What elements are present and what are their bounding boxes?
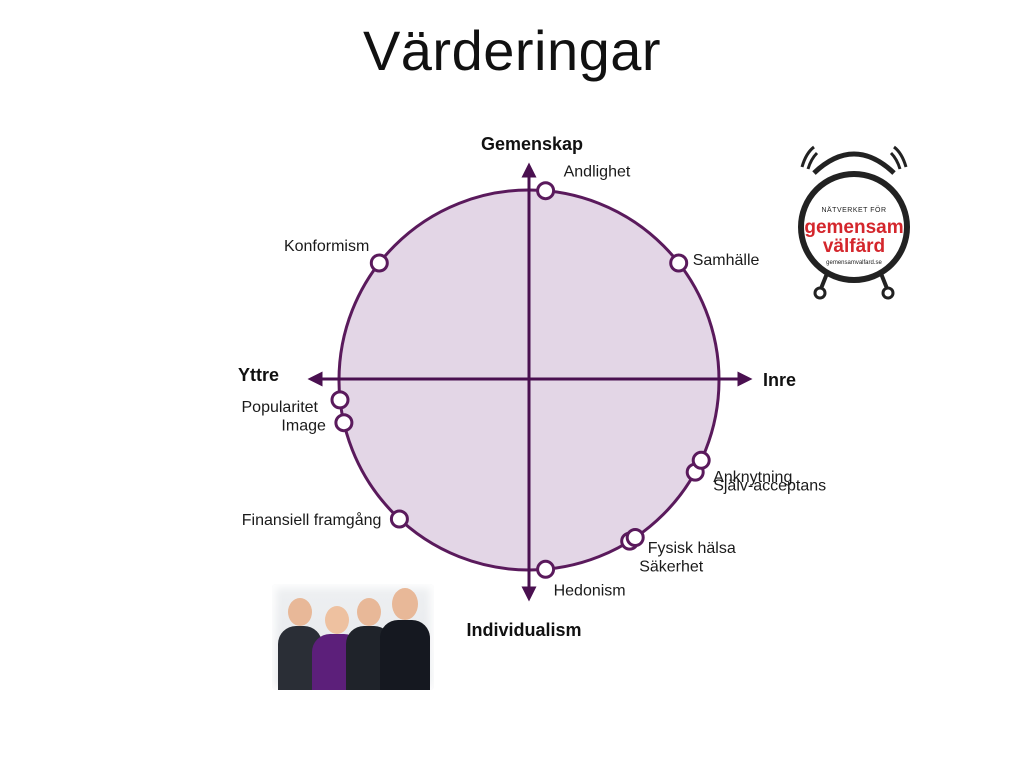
- value-label: Hedonism: [554, 582, 626, 599]
- axis-label-top: Gemenskap: [481, 134, 583, 154]
- axis-label-right: Inre: [763, 370, 796, 390]
- value-label: Själv-acceptans: [713, 477, 826, 494]
- value-label: Image: [281, 418, 326, 435]
- axis-label-left: Yttre: [238, 365, 279, 385]
- value-marker: [536, 181, 556, 201]
- axis-label-bottom: Individualism: [466, 620, 581, 640]
- group-photo: [272, 584, 434, 690]
- value-marker: [334, 413, 354, 433]
- logo-clock-face: NÄTVERKET FÖR gemensam välfärd gemensamv…: [798, 171, 910, 283]
- value-marker: [536, 559, 556, 579]
- slide-title: Värderingar: [362, 19, 662, 82]
- person-4: [380, 586, 430, 690]
- value-markers: [330, 181, 711, 579]
- value-label: Fysisk hälsa: [648, 540, 736, 557]
- logo-text-valfard: välfärd: [822, 236, 886, 257]
- value-label: Finansiell framgång: [242, 511, 382, 529]
- value-label: Andlighet: [564, 164, 631, 181]
- logo-text-url: gemensamvalfard.se: [826, 260, 882, 266]
- value-marker: [669, 253, 689, 273]
- alarm-clock-icon: [800, 145, 908, 300]
- gemensam-valfard-logo: NÄTVERKET FÖR gemensam välfärd gemensamv…: [792, 143, 922, 303]
- value-label: Samhälle: [693, 252, 760, 269]
- value-marker: [369, 253, 389, 273]
- value-marker: [691, 450, 711, 470]
- value-label: Anknytning: [713, 469, 792, 486]
- logo-text-top: NÄTVERKET FÖR: [821, 207, 887, 214]
- value-marker: [625, 528, 645, 547]
- value-label: Konformism: [284, 238, 369, 255]
- logo-text-gemensam: gemensam: [804, 217, 904, 238]
- value-label: Säkerhet: [639, 559, 704, 576]
- value-marker: [330, 390, 350, 410]
- value-marker: [389, 509, 409, 529]
- value-label: Popularitet: [242, 399, 319, 416]
